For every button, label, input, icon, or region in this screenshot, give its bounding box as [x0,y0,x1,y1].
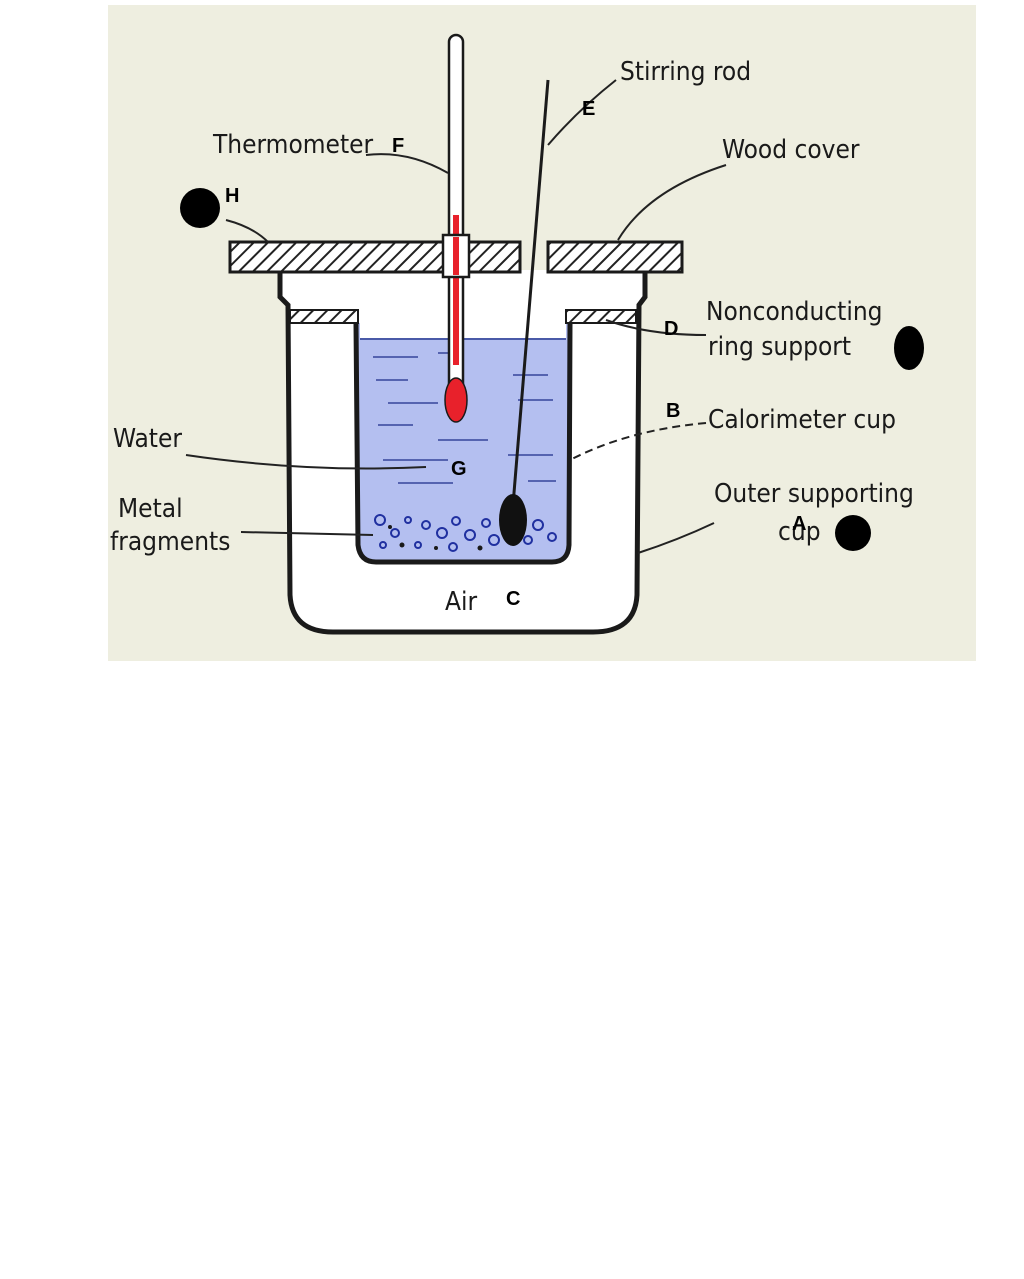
label-thermometer: Thermometer [212,130,374,160]
label-metal-line2: fragments [110,527,230,557]
calorimeter-svg: Thermometer Stirring rod Wood cover Nonc… [110,33,924,635]
pointer-thermometer [365,153,449,174]
letter-b: B [666,400,680,422]
label-calorimeter-cup: Calorimeter cup [708,405,896,435]
letter-h: H [225,185,239,207]
pointer-h [225,219,269,243]
label-ring-support-line2: ring support [708,332,851,362]
marker-dot-h [180,188,220,228]
stirring-rod [499,79,550,546]
wood-cover-right [546,240,684,274]
pointer-water [185,454,427,470]
wood-cover-left [228,240,522,274]
water-ripples [373,352,556,484]
marker-dot-ring-support [894,326,924,370]
letter-c: C [506,588,520,610]
pointer-calorimeter-cup [569,422,707,461]
letter-d: D [664,318,678,340]
pointer-outer-cup [637,522,715,554]
letter-f: F [392,135,404,157]
pointer-metal-fragments [240,531,374,536]
label-wood-cover: Wood cover [722,135,860,165]
label-air: Air [445,587,477,617]
label-outer-cup-line2: cup [778,517,821,547]
pointer-wood-cover [617,164,727,241]
pointer-ring-support [605,319,707,336]
letter-e: E [582,98,595,120]
label-outer-cup-line1: Outer supporting [714,479,914,509]
label-ring-support-line1: Nonconducting [706,297,883,327]
label-metal-line1: Metal [118,494,183,524]
marker-dot-outer-cup [835,515,871,551]
ring-support-right [565,309,637,324]
label-water: Water [113,424,182,454]
ring-support-left [289,309,359,324]
thermometer [441,33,471,423]
pointer-stirring-rod [547,79,617,146]
letter-g: G [451,458,467,480]
calorimeter-diagram: Thermometer Stirring rod Wood cover Nonc… [108,5,976,661]
label-stirring-rod: Stirring rod [620,57,751,87]
metal-fragments [374,514,557,552]
letter-a: A [792,513,806,535]
